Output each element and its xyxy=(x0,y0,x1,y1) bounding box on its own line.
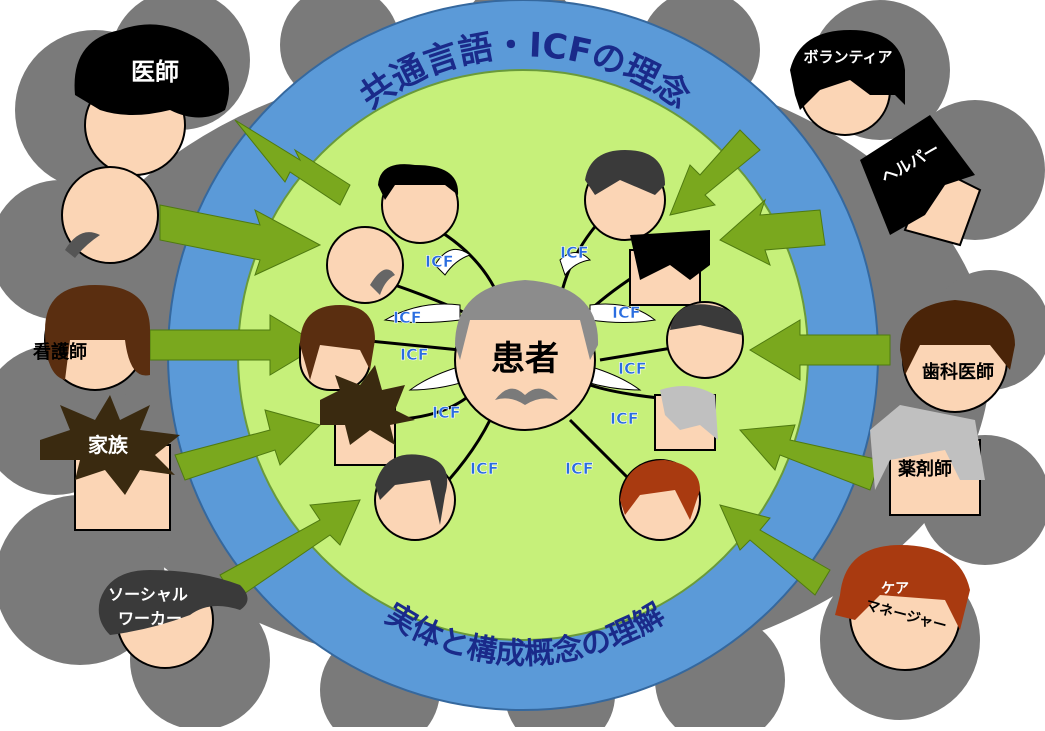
icf-label: ICF xyxy=(618,359,647,378)
role-label-family: 家族 xyxy=(88,433,129,457)
role-label-social-worker-1: ソーシャル xyxy=(108,585,188,604)
role-bald-person xyxy=(61,166,159,264)
icf-label: ICF xyxy=(565,459,594,478)
icf-label: ICF xyxy=(612,303,641,322)
role-volunteer: ボランティア xyxy=(790,30,905,136)
role-care-manager: ケア マネージャー xyxy=(835,545,970,671)
role-label-dentist: 歯科医師 xyxy=(922,361,994,383)
role-family: 家族 xyxy=(40,395,180,531)
role-label-doctor: 医師 xyxy=(131,58,179,86)
role-helper: ヘルパー xyxy=(860,115,982,247)
role-nurse: 看護師 xyxy=(32,285,150,391)
inner-heads xyxy=(299,150,744,541)
role-pharmacist: 薬剤師 xyxy=(870,405,985,516)
icf-label: ICF xyxy=(610,409,639,428)
role-label-social-worker-2: ワーカー xyxy=(118,609,182,628)
icf-label: ICF xyxy=(393,308,422,327)
patient-label: 患者 xyxy=(491,339,559,379)
role-label-pharmacist: 薬剤師 xyxy=(898,458,952,480)
role-label-care-manager-1: ケア xyxy=(881,581,909,597)
icf-label: ICF xyxy=(470,459,499,478)
icf-label: ICF xyxy=(425,252,454,271)
icf-labels: ICF ICF ICF ICF ICF ICF ICF ICF ICF ICF xyxy=(393,243,647,479)
patient: 患者 xyxy=(454,280,599,431)
icf-label: ICF xyxy=(400,345,429,364)
role-label-nurse: 看護師 xyxy=(32,341,87,363)
patient-arms xyxy=(383,248,657,391)
role-dentist: 歯科医師 xyxy=(900,300,1015,413)
icf-label: ICF xyxy=(432,403,461,422)
role-label-volunteer: ボランティア xyxy=(803,48,892,66)
arrows xyxy=(149,119,891,601)
role-doctor: 医師 xyxy=(74,24,230,176)
role-social-worker: ソーシャル ワーカー xyxy=(98,570,248,669)
icf-label: ICF xyxy=(560,243,589,262)
